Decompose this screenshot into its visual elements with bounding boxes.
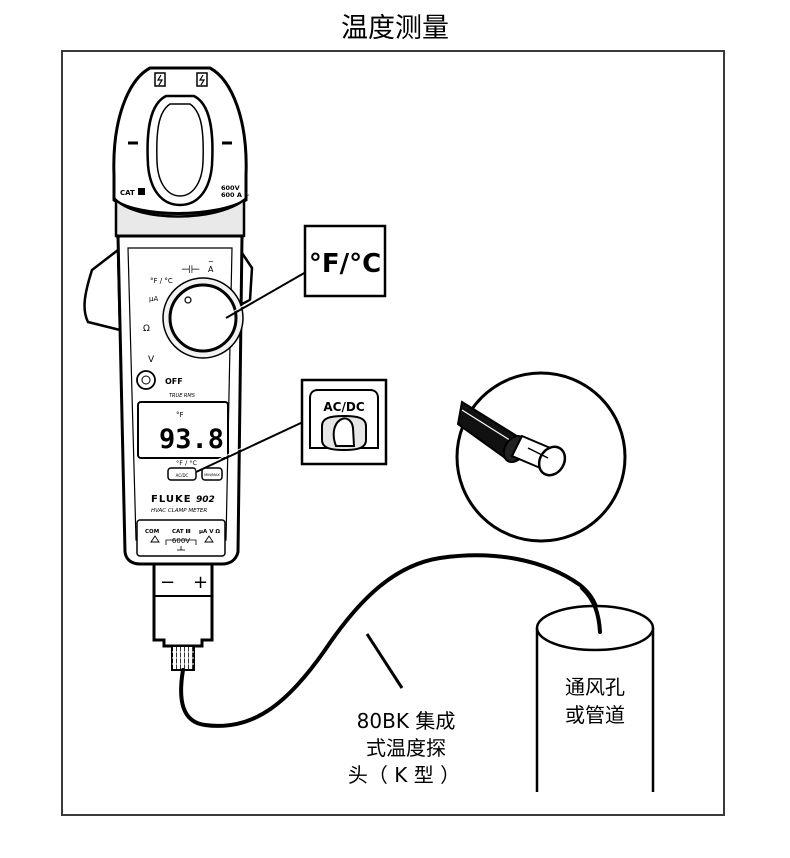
dial-label-off: OFF [165, 377, 183, 386]
plug-plus-label: + [193, 572, 208, 593]
dial-label-amps: A [208, 265, 214, 274]
display-unit: °F [176, 411, 184, 419]
dial-label-capacitance: ⊣⊢ [181, 263, 200, 276]
jack-panel [136, 519, 226, 557]
air-duct [535, 604, 655, 792]
jack-label-cat: CAT Ⅲ [172, 529, 191, 535]
brand-logo: FLUKE [151, 494, 192, 505]
fc-callout: °F/°C [225, 224, 387, 319]
acdc-button[interactable] [167, 467, 197, 481]
rotary-dial-knob[interactable] [168, 283, 238, 353]
meter-side-grip [83, 247, 122, 332]
probe-cable [179, 553, 602, 728]
diagram-frame [61, 50, 725, 816]
meter-face-panel [127, 247, 233, 541]
acdc-callout-text: AC/DC [323, 400, 364, 414]
cat-rating-left-box [138, 188, 145, 195]
probe-label-line-2: 式温度探 [366, 736, 446, 760]
true-rms-label: TRUE RMS [169, 393, 196, 399]
fc-callout-leader [225, 271, 307, 319]
probe-tip-detail [455, 371, 627, 543]
fc-callout-text: °F/°C [309, 249, 381, 279]
jack-warning-icon-left [150, 535, 160, 543]
jaw-rating-current: 600 A ~ [221, 191, 250, 199]
meter-subtitle: HVAC CLAMP METER [151, 508, 207, 514]
backlight-icon [141, 375, 151, 385]
dial-label-ohms: Ω [143, 324, 150, 334]
duct-label-line-2: 或管道 [565, 703, 625, 727]
probe-plug [152, 562, 214, 648]
jack-label-com: COM [145, 529, 159, 535]
probe-label-leader [365, 633, 404, 689]
jack-label-voltage: 600V [172, 537, 190, 545]
display-reading: 93.8 [159, 424, 224, 455]
clamp-meter: CAT 600V 600 A ~ °F / °C ⊣⊢ ~ A μA Ω V O… [83, 66, 254, 671]
fc-callout-box [303, 224, 387, 298]
minmax-button-label: MIN/MAX [204, 473, 220, 477]
jaw-rating-voltage: 600V [221, 184, 240, 192]
jack-warning-icon-right [204, 535, 214, 543]
lcd-display [137, 401, 229, 459]
acdc-callout-leader [195, 421, 304, 473]
acdc-button-label: AC/DC [176, 473, 189, 478]
jack-label-uav: μA V Ω [199, 529, 220, 535]
cat-rating-left: CAT [120, 189, 135, 197]
plug-minus-label: − [160, 572, 175, 593]
duct-sides [535, 628, 655, 792]
pressing-finger-icon [332, 417, 356, 447]
page-title: 温度测量 [341, 13, 449, 44]
clamp-jaw-opening [146, 94, 214, 207]
dial-label-volts: V [148, 355, 155, 365]
button-row-label: °F / °C [176, 459, 198, 467]
minmax-button[interactable] [201, 467, 223, 481]
clamp-jaw-inner-edge [156, 103, 204, 197]
backlight-button[interactable] [136, 370, 156, 390]
dial-label-microamps: μA [149, 295, 158, 303]
rotary-dial-pointer [184, 296, 192, 304]
acdc-callout: AC/DC [195, 378, 388, 473]
probe-label-line-3: 头（ K 型 ） [348, 763, 460, 787]
dial-label-ac-tilde: ~ [208, 258, 214, 266]
probe-label-line-1: 80BK 集成 [357, 709, 456, 733]
duct-label-line-1: 通风孔 [565, 675, 625, 699]
model-number: 902 [196, 495, 215, 505]
dial-label-temp: °F / °C [150, 277, 173, 285]
